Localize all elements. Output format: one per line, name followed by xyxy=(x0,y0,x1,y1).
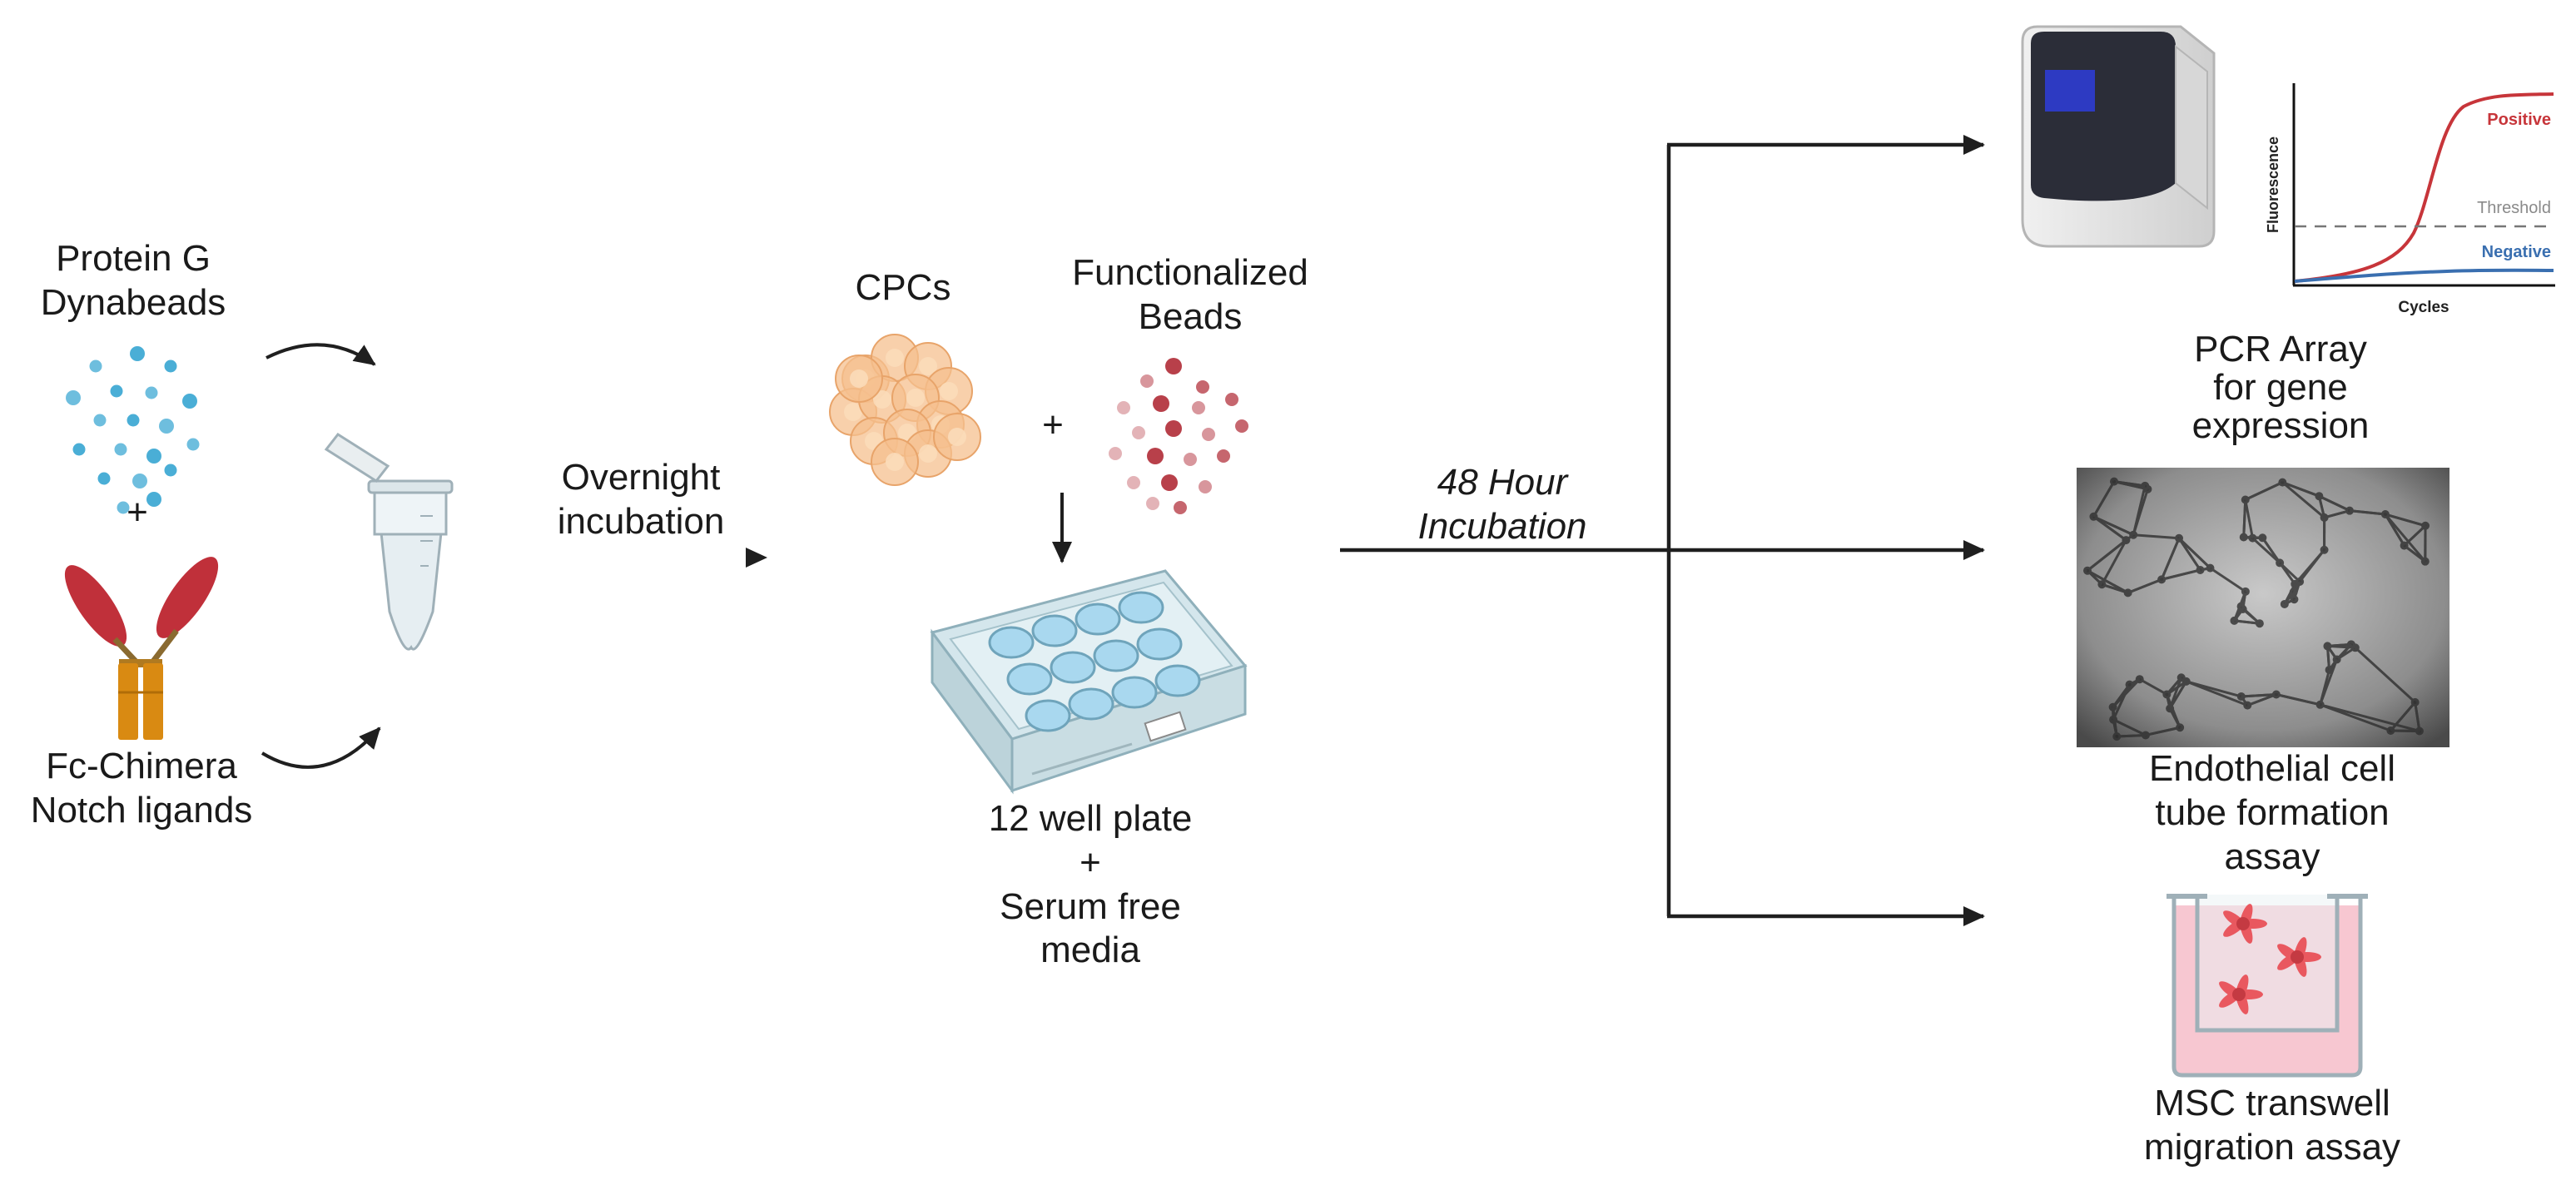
tube-formation-label: Endothelial cell tube formation assay xyxy=(2114,747,2430,879)
qpcr-machine-icon xyxy=(2023,27,2214,246)
48-hour-incubation-label: 48 Hour Incubation xyxy=(1365,461,1640,549)
pcr-negative-label: Negative xyxy=(2482,243,2551,261)
microcentrifuge-tube-icon xyxy=(326,434,452,649)
msc-migration-label: MSC transwell migration assay xyxy=(2114,1082,2430,1170)
pcr-positive-label: Positive xyxy=(2487,111,2551,129)
pcr-threshold-label: Threshold xyxy=(2477,199,2551,217)
protein-g-label: Protein G Dynabeads xyxy=(17,237,250,325)
overnight-incubation-label: Overnight incubation xyxy=(516,456,766,544)
arrow-beads-to-tube xyxy=(266,345,375,364)
fc-chimera-label: Fc-Chimera Notch ligands xyxy=(0,745,283,833)
plus-sign-2: + xyxy=(1032,404,1074,448)
transwell-icon xyxy=(2167,895,2368,1075)
functionalized-beads-label: Functionalized Beads xyxy=(1049,251,1332,340)
protein-g-beads-icon xyxy=(66,346,200,514)
cpcs-label: CPCs xyxy=(841,266,965,310)
functionalized-beads-icon xyxy=(1109,358,1248,514)
plus-sign-1: + xyxy=(117,491,158,535)
pcr-amplification-plot: Positive Threshold Negative Fluorescence… xyxy=(2265,83,2555,316)
tube-formation-micrograph xyxy=(2077,468,2449,747)
pcr-array-label: PCR Array for gene expression xyxy=(2147,330,2414,446)
cpc-cells-icon xyxy=(830,335,980,485)
well-plate-label: 12 well plate + Serum free media xyxy=(941,797,1240,973)
antibody-icon xyxy=(54,548,228,740)
pcr-x-axis-label: Cycles xyxy=(2398,299,2449,316)
well-plate-icon xyxy=(932,571,1245,791)
pcr-y-axis-label: Fluorescence xyxy=(2265,136,2281,233)
